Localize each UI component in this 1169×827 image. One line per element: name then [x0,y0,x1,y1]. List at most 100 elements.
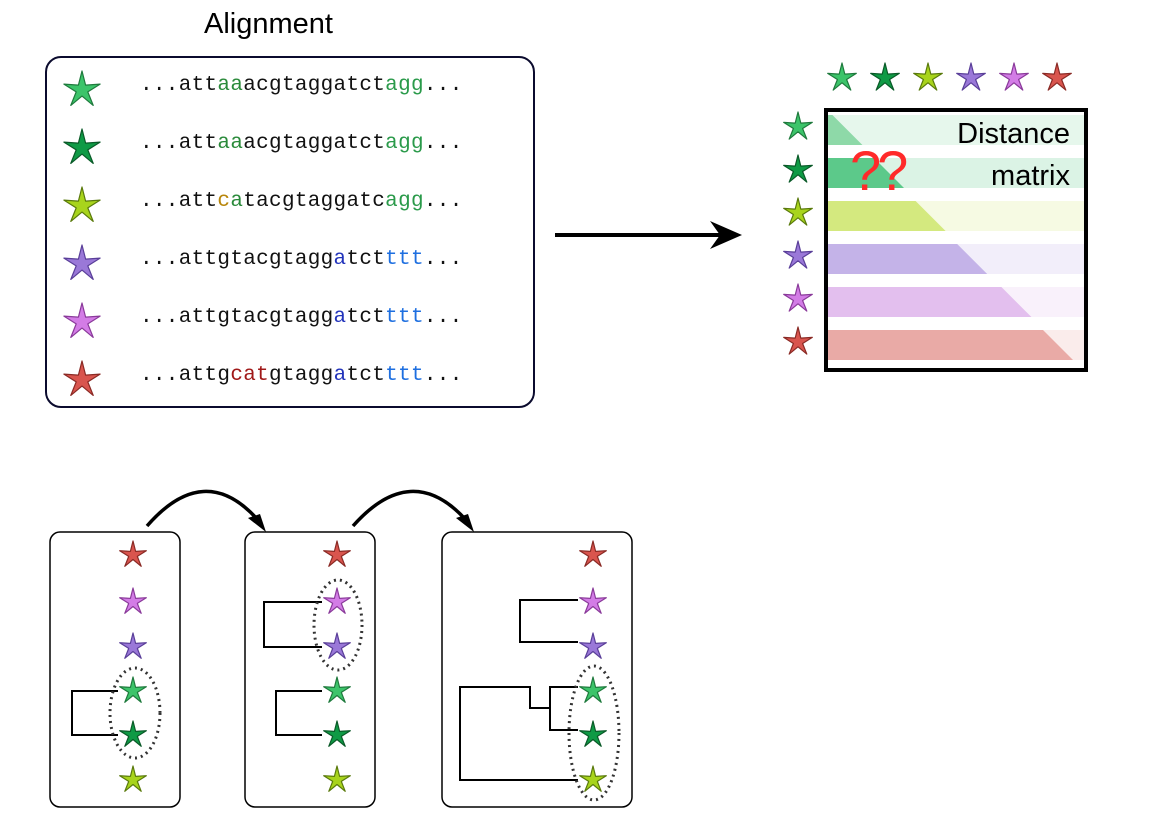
tree-panel-1 [49,531,181,808]
sequence-segment: agg [385,74,424,97]
matrix-label-line1: Distance [957,118,1070,150]
purple-row-icon [783,240,813,269]
sequence-segment: ... [423,190,463,213]
green-dark-row-icon [783,154,813,183]
green-dark-column-icon [870,62,900,91]
sequence-row: ...attcatacgtaggatcagg... [140,190,463,213]
sequence-segment: aa [217,74,244,97]
yellow-green-star-icon [63,186,101,222]
sequence-segment: aa [217,132,244,155]
yellow-green-species-icon [63,186,101,222]
purple-tree-leaf-icon [323,632,351,659]
tree-branch [275,690,322,736]
magenta-column-icon [999,62,1029,91]
sequence-segment: ...attg [140,364,231,387]
sequence-segment: agg [385,190,424,213]
tree-branch [71,690,118,736]
purple-tree-leaf-icon [119,632,147,659]
sequence-segment: a [333,364,347,387]
green-dark-tree-leaf-icon [323,720,351,747]
sequence-segment: c [217,190,231,213]
yellow-green-tree-leaf-icon [579,765,607,792]
green-light-species-icon [63,70,101,106]
green-light-star-icon [63,70,101,106]
step-arrow-1 [145,489,260,528]
sequence-row: ...attaaacgtaggatctagg... [140,74,463,97]
sequence-segment: ... [423,132,463,155]
purple-species-icon [63,244,101,280]
tree-steps [49,489,633,808]
green-light-tree-leaf-icon [323,676,351,703]
sequence-row: ...attgcatgtaggatctttt... [140,364,463,387]
sequence-segment: agg [385,132,424,155]
matrix-row-fill [826,330,1073,360]
step-arrow-1-head [248,514,266,532]
matrix-row-fill [826,201,946,231]
magenta-row-icon [783,283,813,312]
red-tree-leaf-icon [323,540,351,567]
red-tree-leaf-icon [119,540,147,567]
matrix-row-band [826,115,1086,145]
yellow-green-row-icon [783,197,813,226]
sequence-segment: ...att [140,74,218,97]
selected-pair-ellipse [312,578,364,672]
selected-pair-ellipse [567,664,621,802]
red-row-icon [783,326,813,355]
red-star-icon [63,360,101,396]
tree-branch [459,686,578,781]
green-dark-species-icon [63,128,101,164]
magenta-tree-leaf-icon [119,587,147,614]
red-column-icon [1042,62,1072,91]
sequence-segment: tacgtaggatc [243,190,386,213]
green-dark-star-icon [63,128,101,164]
green-dark-tree-leaf-icon [579,720,607,747]
magenta-tree-leaf-icon [579,587,607,614]
step-arrow-2 [351,489,468,528]
sequence-row: ...attgtacgtaggatctttt... [140,306,463,329]
sequence-segment: a [333,306,347,329]
yellow-green-tree-leaf-icon [119,765,147,792]
green-light-row-icon [783,111,813,140]
magenta-species-icon [63,302,101,338]
magenta-tree-leaf-icon [323,587,351,614]
sequence-segment: ttt [385,364,424,387]
green-light-tree-leaf-icon [119,676,147,703]
sequence-segment: a [230,190,244,213]
tree-branch [263,601,322,648]
tree-panel-3 [441,531,633,808]
tree-branch [519,599,578,643]
matrix-row-fill [826,287,1032,317]
green-dark-tree-leaf-icon [119,720,147,747]
tree-panel-2 [244,531,376,808]
sequence-segment: acgtaggatct [243,132,386,155]
step-arrow-2-head [456,514,474,532]
sequence-segment: ... [423,74,463,97]
sequence-segment: ...att [140,190,218,213]
matrix-border [824,108,1088,372]
red-tree-leaf-icon [579,540,607,567]
matrix-label-line2: matrix [991,160,1070,192]
sequence-segment: cat [230,364,270,387]
green-light-tree-leaf-icon [579,676,607,703]
sequence-segment: tct [346,306,386,329]
alignment-box [45,56,535,408]
matrix-row-fill [826,244,988,274]
sequence-segment: acgtaggatct [243,74,386,97]
sequence-segment: ... [423,248,463,271]
magenta-star-icon [63,302,101,338]
right-arrow-icon [555,221,742,249]
sequence-segment: ttt [385,248,424,271]
distance-matrix [783,62,1088,372]
tree-branch [549,686,578,731]
matrix-row-fill [826,115,863,145]
sequence-segment: ... [423,364,463,387]
yellow-green-column-icon [913,62,943,91]
red-species-icon [63,360,101,396]
sequence-segment: gtagg [269,364,334,387]
sequence-row: ...attgtacgtaggatctttt... [140,248,463,271]
sequence-segment: a [333,248,347,271]
alignment-title: Alignment [204,8,333,40]
sequence-segment: ...att [140,132,218,155]
sequence-segment: tct [346,364,386,387]
unknown-distance-marks: ?? [850,139,908,202]
